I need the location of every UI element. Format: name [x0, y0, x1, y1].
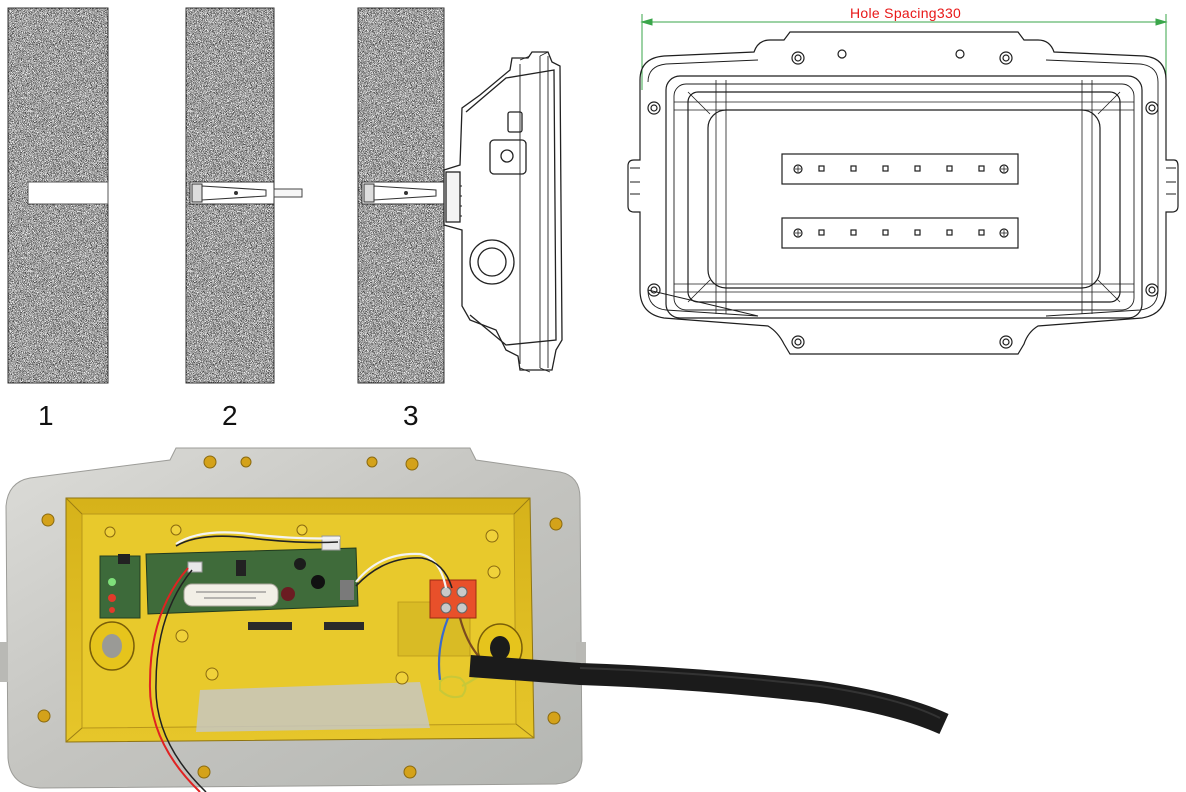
wall-anchor	[189, 181, 275, 205]
pcb-standoffs	[104, 524, 501, 685]
battery-pack	[183, 583, 279, 607]
open-housing-wiring-illustration	[0, 447, 949, 792]
step-3-wall	[357, 7, 445, 384]
hole-spacing-dimension-line	[640, 14, 1168, 90]
step-label-2: 2	[222, 400, 238, 431]
hole-spacing-label: Hole Spacing330	[850, 5, 962, 21]
terminal-block	[429, 579, 477, 619]
mounting-steps-illustration	[7, 7, 563, 384]
housing-center-panel	[707, 109, 1101, 289]
housing-side-profile	[443, 51, 563, 373]
anchor-bolt	[273, 188, 303, 198]
step-2-wall	[185, 7, 303, 384]
housing-inner-rim	[665, 75, 1143, 319]
housing-outer-flange	[627, 31, 1179, 355]
housing-front-view-drawing	[627, 14, 1179, 355]
mounting-holes	[647, 49, 1159, 349]
flange-holes	[37, 455, 563, 779]
indicator-board	[99, 554, 141, 619]
terminal-strip-lower	[781, 217, 1019, 249]
cable-grommet-left	[89, 621, 135, 671]
step-1-wall	[7, 7, 109, 384]
step-label-3: 3	[403, 400, 419, 431]
terminal-strip-upper	[781, 153, 1019, 185]
drilled-hole	[27, 181, 109, 205]
step-label-1: 1	[38, 400, 54, 431]
external-power-cable	[469, 655, 949, 735]
